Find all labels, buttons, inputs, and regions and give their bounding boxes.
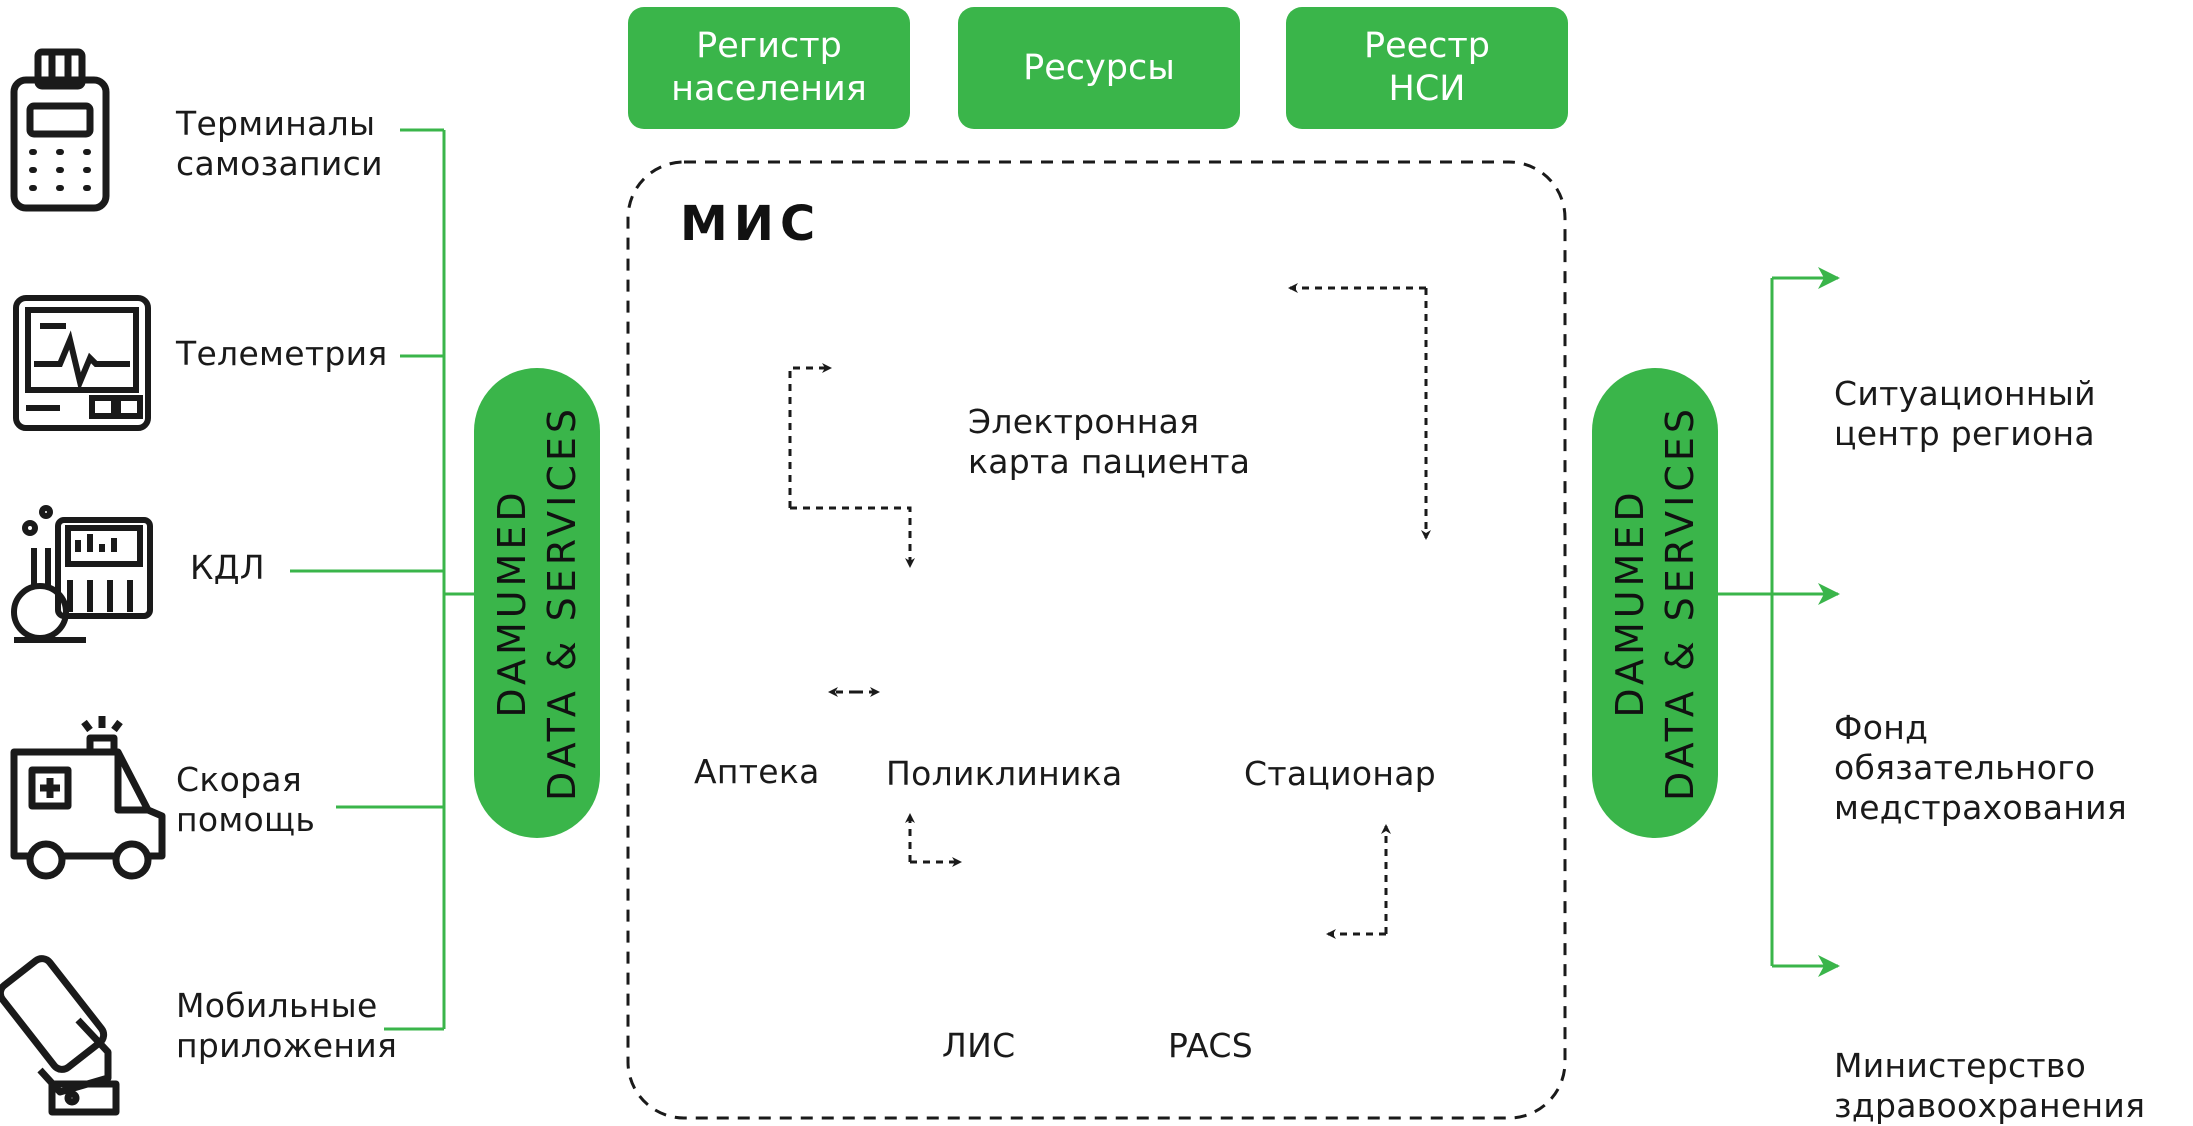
right-connectors (1718, 267, 1840, 977)
phone-in-hand-icon (0, 955, 120, 1116)
mobile-apps-label: Мобильные приложения (176, 986, 398, 1065)
nsi-registry-box: Реестр НСИ (1286, 7, 1568, 129)
mis-title: МИС (680, 196, 822, 252)
ambulance-icon (10, 716, 166, 880)
damumed-hub-right: DAMUMED DATA & SERVICES (1592, 368, 1718, 838)
ecg-monitor-icon (13, 295, 151, 431)
ministry-label: Министерство здравоохранения (1834, 1046, 2146, 1125)
pharmacy-label: Аптека (694, 752, 820, 791)
card-terminal-icon (10, 48, 110, 212)
mis-connector-arrows (788, 283, 1431, 939)
kdl-label: КДЛ (190, 548, 265, 587)
population-registry-box: Регистр населения (628, 7, 910, 129)
left-connectors (290, 128, 478, 1031)
resources-box: Ресурсы (958, 7, 1240, 129)
telemetry-label: Телеметрия (176, 334, 388, 373)
pacs-label: PACS (1168, 1026, 1253, 1065)
situation-center-label: Ситуационный центр региона (1834, 374, 2096, 453)
damumed-hub-right-label: DAMUMED DATA & SERVICES (1608, 405, 1702, 802)
emr-label: Электронная карта пациента (968, 402, 1251, 481)
damumed-hub-left: DAMUMED DATA & SERVICES (474, 368, 600, 838)
damumed-hub-left-label: DAMUMED DATA & SERVICES (490, 405, 584, 802)
polyclinic-label: Поликлиника (886, 754, 1123, 793)
terminals-label: Терминалы самозаписи (176, 104, 383, 183)
ambulance-label: Скорая помощь (176, 760, 316, 839)
lis-label: ЛИС (942, 1026, 1016, 1065)
insurance-fund-label: Фонд обязательного медстрахования (1834, 708, 2128, 827)
lab-analyzer-icon (11, 505, 153, 643)
hospital-label: Стационар (1244, 754, 1437, 793)
mis-container (626, 160, 1567, 1120)
